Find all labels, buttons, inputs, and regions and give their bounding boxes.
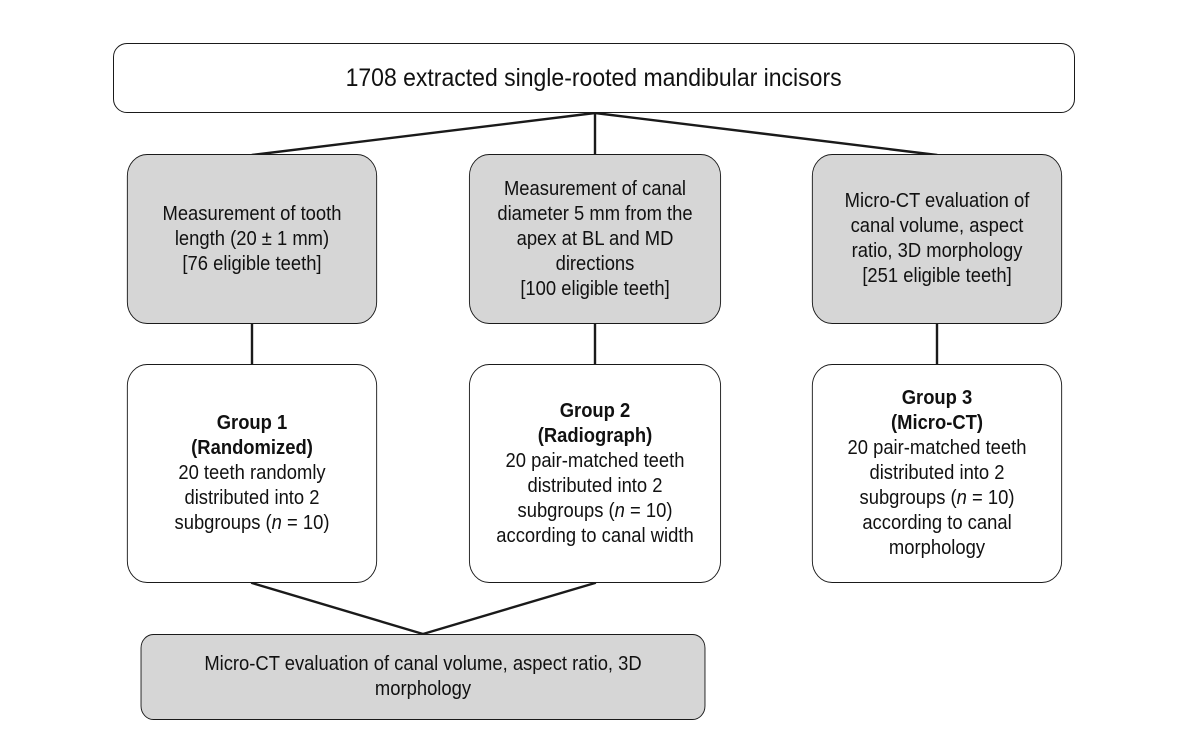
- connector-top-to-step-3: [593, 111, 939, 157]
- group-line: 20 pair-matched teeth: [847, 437, 1027, 459]
- box-line: canal volume, aspect: [850, 215, 1024, 237]
- group-subgroup-line: subgroups (n = 10): [175, 511, 330, 536]
- n-symbol: n: [956, 487, 967, 509]
- box-line: [100 eligible teeth]: [520, 277, 670, 300]
- box-line: [76 eligible teeth]: [182, 252, 322, 275]
- group-line: according to canal: [862, 512, 1012, 534]
- n-symbol: n: [271, 512, 282, 534]
- group-line: 20 teeth randomly: [178, 462, 326, 484]
- box-line: directions: [555, 252, 635, 275]
- box-line: apex at BL and MD: [516, 227, 674, 250]
- group-title: Group 2: [559, 399, 631, 422]
- group-line: distributed into 2: [869, 462, 1005, 484]
- box-line: Measurement of tooth: [162, 202, 342, 225]
- group-subgroup-line: subgroups (n = 10): [860, 486, 1015, 511]
- group-line: according to canal width: [496, 524, 694, 547]
- box-line: [251 eligible teeth]: [862, 265, 1012, 287]
- group-line: 20 pair-matched teeth: [505, 449, 685, 472]
- n-symbol: n: [614, 499, 625, 522]
- box-line: diameter 5 mm from the: [497, 202, 693, 225]
- subgroup-suffix: = 10): [624, 499, 673, 522]
- canal-diameter-measurement-box: Measurement of canal diameter 5 mm from …: [468, 154, 722, 324]
- subgroup-suffix: = 10): [966, 487, 1015, 509]
- group-subgroup-line: subgroups (n = 10): [518, 499, 673, 524]
- subgroup-suffix: = 10): [281, 512, 330, 534]
- group-subtitle: (Randomized): [191, 437, 313, 459]
- box-line: ratio, 3D morphology: [851, 240, 1023, 262]
- group-subtitle: (Micro-CT): [891, 412, 983, 434]
- group-3-box: Group 3 (Micro-CT) 20 pair-matched teeth…: [811, 364, 1063, 583]
- group-2-box: Group 2 (Radiograph) 20 pair-matched tee…: [468, 364, 722, 583]
- subgroup-prefix: subgroups (: [517, 499, 615, 522]
- tooth-length-measurement-box: Measurement of tooth length (20 ± 1 mm) …: [126, 154, 378, 324]
- box-line: Micro-CT evaluation of: [844, 190, 1030, 212]
- connector-group-1-to-bottom: [250, 581, 425, 636]
- micro-ct-evaluation-box: Micro-CT evaluation of canal volume, asp…: [140, 634, 706, 720]
- box-line: Measurement of canal: [503, 177, 687, 200]
- box-line: 1708 extracted single-rooted mandibular …: [345, 63, 843, 92]
- subgroup-prefix: subgroups (: [859, 487, 957, 509]
- source-sample-box: 1708 extracted single-rooted mandibular …: [113, 43, 1075, 113]
- box-line: morphology: [374, 678, 472, 700]
- group-title: Group 1: [216, 412, 288, 434]
- group-line: distributed into 2: [184, 487, 320, 509]
- micro-ct-screening-box: Micro-CT evaluation of canal volume, asp…: [811, 154, 1063, 324]
- group-1-box: Group 1 (Randomized) 20 teeth randomly d…: [126, 364, 378, 583]
- box-line: Micro-CT evaluation of canal volume, asp…: [204, 653, 642, 675]
- group-subtitle: (Radiograph): [537, 424, 653, 447]
- subgroup-prefix: subgroups (: [174, 512, 272, 534]
- connector-top-to-step-1: [250, 111, 597, 157]
- group-line: distributed into 2: [527, 474, 663, 497]
- connector-group-2-to-bottom: [421, 581, 597, 636]
- group-line: morphology: [888, 537, 986, 559]
- group-title: Group 3: [901, 387, 973, 409]
- box-line: length (20 ± 1 mm): [174, 227, 330, 250]
